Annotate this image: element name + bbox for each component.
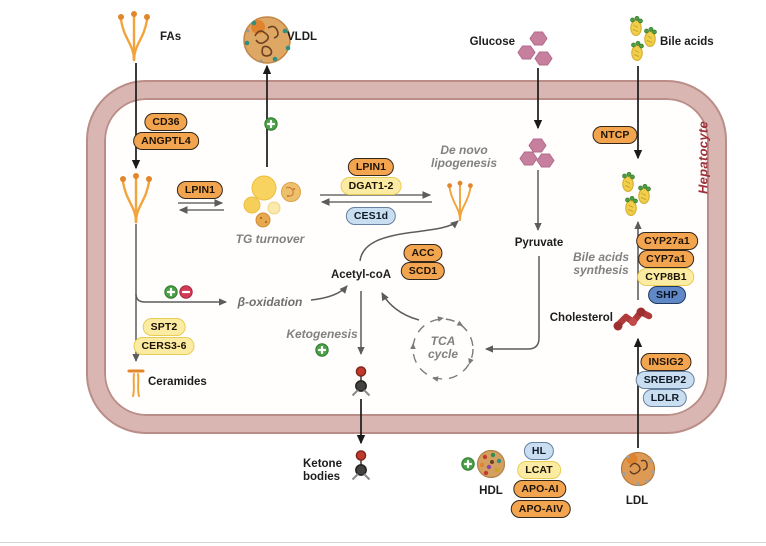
ketone-molecule-icon: [351, 365, 371, 397]
fatty-acid-denovo-icon: [446, 179, 474, 221]
hepatocyte-label: Hepatocyte: [695, 120, 711, 195]
pill-dgat1-2: DGAT1-2: [340, 177, 402, 195]
bile-acids-icon: [629, 15, 658, 62]
hdl-particle-icon: [476, 449, 506, 479]
fatty-acid-icon: [116, 9, 152, 62]
beta-oxidation-label: β-oxidation: [237, 295, 303, 309]
pill-ntcp: NTCP: [592, 126, 638, 144]
pill-ces1d: CES1d: [345, 207, 397, 225]
pill-cd36: CD36: [144, 113, 188, 131]
tg-turnover-label: TG turnover: [235, 232, 305, 246]
pill-shp: SHP: [648, 286, 686, 304]
arrow-tca-to-acetylcoa: [381, 292, 420, 321]
bile-acids-intracellular-icon: [621, 171, 652, 216]
de-novo-lipogenesis-label: De novo lipogenesis: [430, 143, 498, 170]
arrow-pyruvate-to-tca: [484, 256, 540, 353]
plus-icon: [460, 456, 476, 472]
plus-icon: [314, 342, 330, 358]
glucose-molecules-icon: [517, 31, 553, 66]
glucose-label: Glucose: [469, 36, 515, 48]
pill-angptl4: ANGPTL4: [133, 132, 199, 150]
ketogenesis-label: Ketogenesis: [286, 327, 358, 341]
fatty-acid-intracellular-icon: [118, 171, 154, 224]
pyruvate-label: Pyruvate: [514, 237, 564, 249]
pill-hl: HL: [523, 442, 555, 460]
pill-scd1: SCD1: [400, 262, 446, 280]
vldl-particle-icon: [243, 16, 291, 64]
ceramides-label: Ceramides: [148, 376, 207, 388]
pill-spt2: SPT2: [142, 318, 186, 336]
pill-apo-aiv: APO-AIV: [510, 500, 572, 518]
pill-lpin1-fa: LPIN1: [176, 181, 224, 199]
pill-srebp2: SREBP2: [635, 371, 695, 389]
minus-icon: [178, 284, 194, 300]
window-edge: [0, 542, 766, 543]
plus-icon: [263, 116, 279, 132]
ketone-bodies-label: Ketone bodies: [303, 458, 342, 483]
pill-cyp8b1: CYP8B1: [637, 268, 695, 286]
pill-cyp27a1: CYP27a1: [636, 232, 698, 250]
ldl-particle-icon: [620, 451, 656, 487]
glucose-intracellular-icon: [519, 138, 555, 168]
vldl-label: VLDL: [287, 31, 318, 43]
ldl-label: LDL: [625, 495, 649, 507]
acetyl-coa-label: Acetyl-coA: [330, 269, 392, 281]
pill-lpin1-dnl: LPIN1: [347, 158, 395, 176]
arrow-beta-oxidation-to-acetylcoa: [310, 285, 348, 301]
pill-ldlr: LDLR: [642, 389, 688, 407]
arrow-fa-to-beta-oxidation: [135, 293, 228, 306]
fas-label: FAs: [160, 31, 182, 43]
cholesterol-molecule-icon: [613, 307, 653, 331]
tca-cycle-arrows: [410, 316, 474, 382]
ceramide-icon: [127, 369, 145, 397]
pill-cers3-6: CERS3-6: [133, 337, 195, 355]
pill-insig2: INSIG2: [640, 353, 692, 371]
tca-cycle-label: TCA cycle: [427, 334, 459, 361]
pill-lcat: LCAT: [517, 461, 561, 479]
lipid-droplets-icon: [243, 175, 301, 228]
pill-acc: ACC: [403, 244, 443, 262]
cholesterol-label: Cholesterol: [549, 312, 613, 324]
bile-acids-label: Bile acids: [660, 36, 714, 48]
ketone-molecule-extracellular-icon: [351, 449, 371, 481]
plus-icon: [163, 284, 179, 300]
pill-apo-ai: APO-AI: [513, 480, 567, 498]
hdl-label: HDL: [479, 485, 503, 497]
arrow-acetylcoa-to-denovo: [359, 220, 459, 262]
pill-cyp7a1: CYP7a1: [638, 250, 694, 268]
bile-acids-synthesis-label: Bile acids synthesis: [572, 250, 630, 277]
